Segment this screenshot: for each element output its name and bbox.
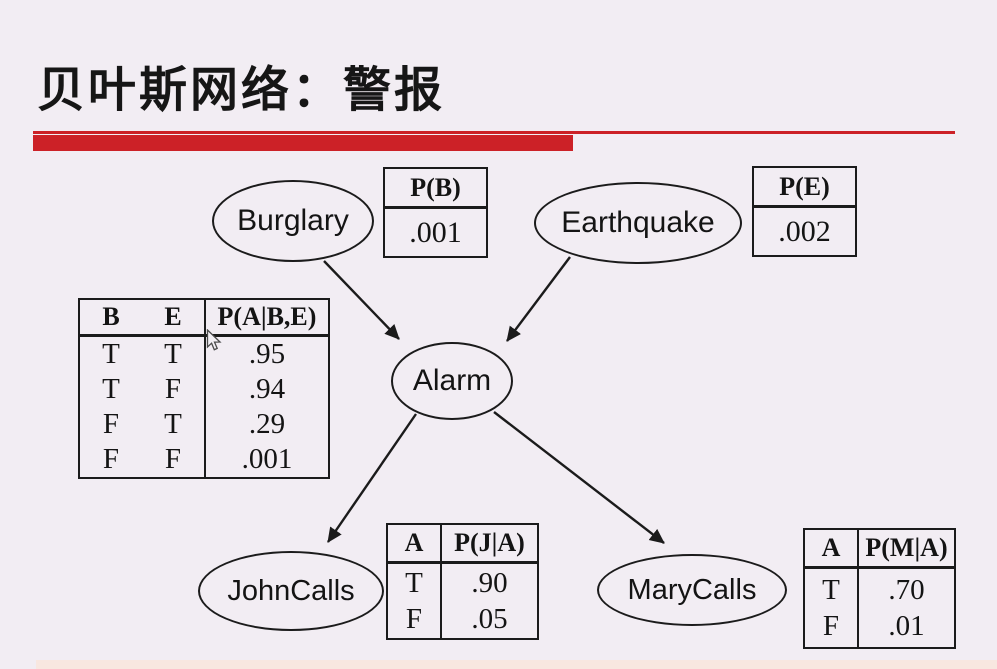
cpt-pabe-col-prob: P(A|B,E) — [204, 300, 328, 334]
cpt-johncalls-conditional: A P(J|A) T F .90 .05 — [386, 523, 539, 640]
cpt-pja-body: T F .90 .05 — [388, 564, 537, 638]
cpt-pja-col-a: A — [404, 528, 424, 557]
cpt-pe-header: P(E) — [754, 168, 855, 208]
cpt-pja-col-prob: P(J|A) — [440, 525, 537, 561]
cpt-pb-value: .001 — [409, 215, 462, 249]
cpt-burglary-prior: P(B) .001 — [383, 167, 488, 258]
node-marycalls-label: MaryCalls — [627, 573, 757, 606]
node-alarm-label: Alarm — [412, 364, 492, 397]
cpt-pb-header: P(B) — [385, 169, 486, 209]
cpt-marycalls-conditional: A P(M|A) T F .70 .01 — [803, 528, 956, 649]
cpt-pma-body: T F .70 .01 — [805, 569, 954, 647]
node-alarm: Alarm — [391, 342, 513, 420]
slide-title: 贝叶斯网络：警报 — [37, 64, 446, 117]
cpt-pabe-parent-cols: B E — [80, 302, 204, 332]
node-burglary-label: Burglary — [237, 204, 349, 237]
cpt-pja-header-row: A P(J|A) — [388, 525, 537, 564]
cpt-earthquake-prior: P(E) .002 — [752, 166, 857, 257]
cpt-pma-col-a: A — [821, 533, 841, 562]
title-underline-thick — [33, 135, 573, 151]
cpt-pma-header-row: A P(M|A) — [805, 530, 954, 569]
mouse-pointer-icon — [206, 329, 222, 351]
title-underline-thin — [33, 131, 955, 134]
cpt-pabe-header-row: B E P(A|B,E) — [80, 300, 328, 337]
footer-strip — [36, 660, 997, 669]
node-johncalls-label: JohnCalls — [227, 574, 355, 607]
edge-earthquake-alarm — [506, 256, 571, 342]
cpt-pe-value: .002 — [778, 214, 831, 248]
node-earthquake: Earthquake — [534, 182, 742, 264]
edge-burglary-alarm — [323, 260, 400, 340]
cpt-pabe-col-b: B — [102, 302, 120, 331]
node-earthquake-label: Earthquake — [561, 206, 715, 239]
node-johncalls: JohnCalls — [198, 551, 384, 631]
node-marycalls: MaryCalls — [597, 554, 787, 626]
node-burglary: Burglary — [212, 180, 374, 262]
cpt-pma-col-prob: P(M|A) — [857, 530, 954, 566]
cpt-pabe-col-e: E — [164, 302, 182, 331]
